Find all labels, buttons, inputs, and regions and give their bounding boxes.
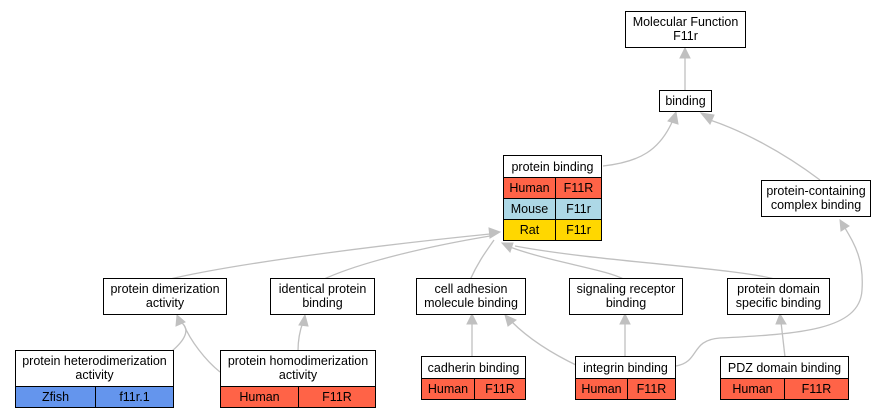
protein-binding-row-rat-gene-cell <box>555 219 602 241</box>
node-protein-domain-line2: specific binding <box>736 296 822 310</box>
protein-binding-row-rat-species: Rat <box>520 223 540 237</box>
edge-signaling-to-protein-binding <box>509 246 626 281</box>
edge-integrin-to-signaling-arrowhead <box>619 312 631 325</box>
edge-homo-to-dimerization <box>183 324 221 373</box>
heterodimerization-row-zfish-gene-cell <box>95 386 174 408</box>
homodimerization-row-human-gene-cell <box>298 386 376 408</box>
node-identical-protein-line2: binding <box>302 296 342 310</box>
node-signaling-receptor-binding[interactable]: signaling receptor binding <box>569 278 683 315</box>
node-molecular-function-line2: F11r <box>673 29 698 43</box>
edge-complex-to-binding-arrowhead <box>699 112 715 125</box>
edge-homo-to-identical <box>297 321 304 352</box>
edge-integrin-to-complex <box>675 227 863 367</box>
node-pdz-domain-binding[interactable]: PDZ domain binding Human F11R <box>720 356 849 400</box>
edge-dimerization-to-protein-binding <box>165 233 491 281</box>
heterodimerization-row-zfish-species: Zfish <box>42 390 69 404</box>
integrin-row-human-species: Human <box>581 382 621 396</box>
edge-homo-to-identical-arrowhead <box>298 313 309 327</box>
node-protein-domain-specific-binding[interactable]: protein domain specific binding <box>727 278 830 315</box>
integrin-row-human-gene: F11R <box>637 382 667 396</box>
protein-binding-row-human-species: Human <box>509 181 549 195</box>
edge-dimerization-to-protein-binding-arrowhead <box>488 227 502 239</box>
edge-hetero-to-dimerization <box>171 322 187 352</box>
node-protein-domain-line1: protein domain <box>737 282 820 296</box>
node-integrin-binding[interactable]: integrin binding Human F11R <box>575 356 676 400</box>
edge-hetero-to-dimerization-arrowhead <box>175 313 186 327</box>
protein-binding-row-human-gene: F11R <box>564 181 594 195</box>
edge-signaling-to-protein-binding-arrowhead <box>500 242 514 253</box>
node-integrin-label: integrin binding <box>583 361 668 375</box>
node-protein-containing-line1: protein-containing <box>766 184 865 198</box>
node-cell-adhesion-line1: cell adhesion <box>435 282 508 296</box>
edges <box>165 46 863 373</box>
edge-pdz-to-domain <box>780 321 786 358</box>
node-cell-adhesion-molecule-binding[interactable]: cell adhesion molecule binding <box>416 278 526 315</box>
node-molecular-function[interactable]: Molecular Function F11r <box>625 11 746 48</box>
node-cadherin-label: cadherin binding <box>428 361 520 375</box>
edge-integrin-to-cell-adhesion <box>511 321 579 367</box>
node-protein-homodimerization-activity[interactable]: protein homodimerization activity Human … <box>220 350 376 408</box>
edge-binding-to-root-arrowhead <box>679 46 691 59</box>
pdz-row-human-gene-cell <box>784 378 849 400</box>
node-binding-label: binding <box>665 94 705 108</box>
node-cadherin-binding[interactable]: cadherin binding Human F11R <box>421 356 526 400</box>
node-binding[interactable]: binding <box>659 90 712 112</box>
protein-binding-row-rat-gene: F11r <box>566 223 591 237</box>
edge-cell-adhesion-to-protein-binding <box>469 239 495 281</box>
edge-cadherin-to-cell-adhesion-arrowhead <box>466 312 478 325</box>
integrin-row-human-gene-cell <box>627 378 676 400</box>
node-signaling-receptor-line2: binding <box>606 296 646 310</box>
edge-complex-to-binding <box>709 119 821 181</box>
node-identical-protein-binding[interactable]: identical protein binding <box>270 278 375 315</box>
edge-integrin-to-cell-adhesion-arrowhead <box>504 314 517 327</box>
edge-protein-binding-to-binding-arrowhead <box>667 110 679 125</box>
node-heterodimerization-line1: protein heterodimerization <box>22 354 167 368</box>
edge-protein-binding-to-binding <box>602 119 674 167</box>
edge-domain-to-protein-binding <box>514 245 779 281</box>
cadherin-row-human-gene: F11R <box>485 382 515 396</box>
node-heterodimerization-line2: activity <box>75 368 114 382</box>
protein-binding-row-mouse-species: Mouse <box>511 202 549 216</box>
edge-pdz-to-domain-arrowhead <box>775 312 787 325</box>
node-homodimerization-line2: activity <box>279 368 318 382</box>
node-protein-dimerization-line2: activity <box>146 296 185 310</box>
cadherin-row-human-species: Human <box>428 382 468 396</box>
homodimerization-row-human-gene: F11R <box>322 390 352 404</box>
edge-identical-to-protein-binding <box>321 235 491 281</box>
cadherin-row-human-gene-cell <box>474 378 526 400</box>
node-pdz-label: PDZ domain binding <box>728 361 841 375</box>
heterodimerization-row-zfish-gene: f11r.1 <box>119 390 149 404</box>
node-protein-dimerization-line1: protein dimerization <box>110 282 219 296</box>
node-homodimerization-line1: protein homodimerization <box>228 354 368 368</box>
node-signaling-receptor-line1: signaling receptor <box>577 282 676 296</box>
node-identical-protein-line1: identical protein <box>279 282 367 296</box>
node-protein-containing-complex-binding[interactable]: protein-containing complex binding <box>761 180 871 217</box>
node-protein-binding[interactable]: protein binding Human F11R Mouse F11r Ra… <box>503 155 602 241</box>
edge-integrin-to-complex-arrowhead <box>839 219 850 232</box>
pdz-row-human-species: Human <box>732 382 772 396</box>
node-protein-binding-title: protein binding <box>511 160 593 174</box>
node-molecular-function-line1: Molecular Function <box>633 15 739 29</box>
node-cell-adhesion-line2: molecule binding <box>424 296 518 310</box>
node-protein-heterodimerization-activity[interactable]: protein heterodimerization activity Zfis… <box>15 350 174 408</box>
pdz-row-human-gene: F11R <box>802 382 832 396</box>
node-protein-containing-line2: complex binding <box>771 198 861 212</box>
node-protein-dimerization-activity[interactable]: protein dimerization activity <box>103 278 227 315</box>
homodimerization-row-human-species: Human <box>239 390 279 404</box>
protein-binding-row-mouse-gene: F11r <box>566 202 591 216</box>
